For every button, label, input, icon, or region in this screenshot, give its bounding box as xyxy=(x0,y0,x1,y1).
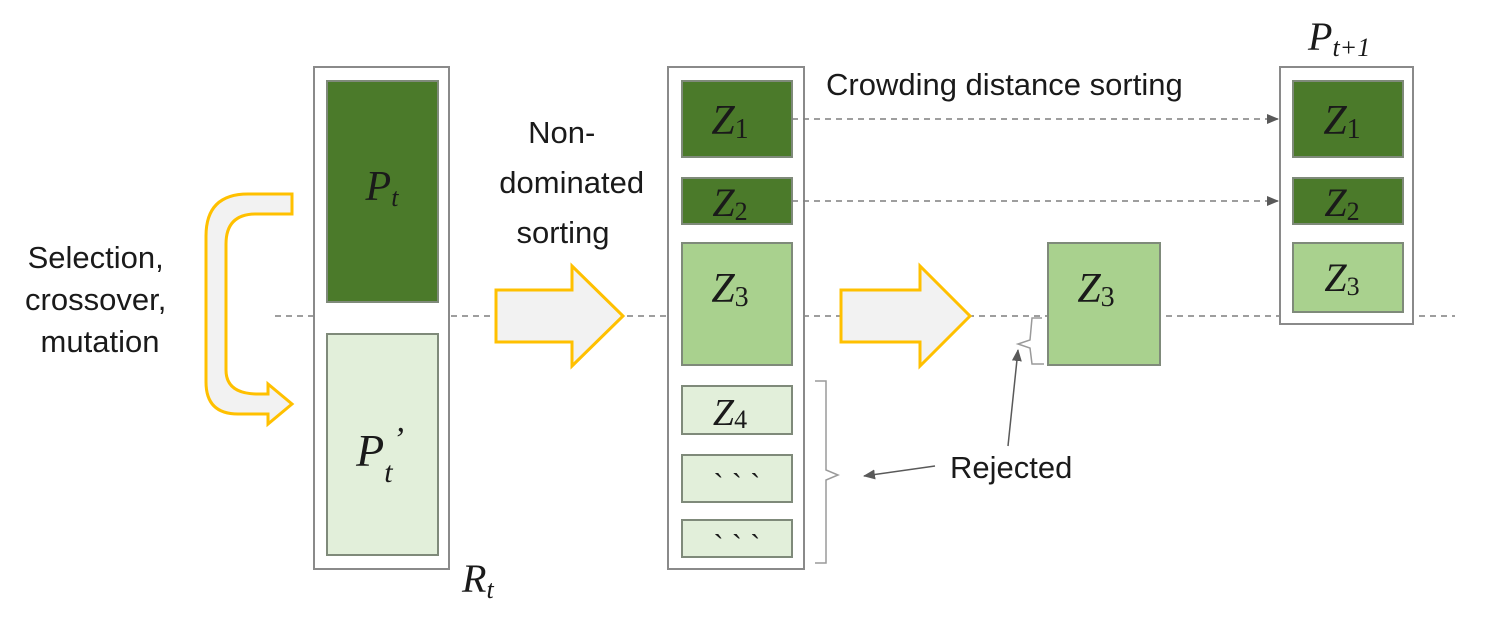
pt-block xyxy=(326,80,439,303)
non-dominated-sorting-label: Non- dominated sorting xyxy=(499,115,652,250)
front-z1-block xyxy=(681,80,793,158)
next-z3-label: Z3 xyxy=(1324,255,1359,301)
pt-prime-block xyxy=(326,333,439,556)
front-more-label-2: ` ` ` xyxy=(714,530,761,563)
operations-label: Selection, crossover, mutation xyxy=(25,240,175,359)
front-z4-block xyxy=(681,385,793,435)
front-z3-block xyxy=(681,242,793,366)
pt-plus-1-label: Pt+1 xyxy=(1307,14,1370,62)
rejected-to-fronts-arrow xyxy=(863,465,936,480)
crowding-distance-label: Crowding distance sorting xyxy=(826,67,1183,102)
rejected-to-z3-arrow xyxy=(1007,349,1022,447)
offspring-loop-arrow xyxy=(204,192,295,428)
next-z1-label: Z1 xyxy=(1323,98,1360,145)
front-more-label-1: ` ` ` xyxy=(714,469,761,502)
front-z1-label: Z1 xyxy=(711,98,748,145)
crowding-distance-arrow xyxy=(839,262,973,370)
next-z1-block xyxy=(1292,80,1404,158)
next-z2-block xyxy=(1292,177,1404,225)
front-more-block-1 xyxy=(681,454,793,503)
front-z3-label: Z3 xyxy=(711,266,748,313)
front-z2-block xyxy=(681,177,793,225)
next-z3-block xyxy=(1292,242,1404,313)
non-dominated-sorting-arrow xyxy=(494,262,626,370)
next-z2-label: Z2 xyxy=(1324,180,1359,226)
z3-sorted-label: Z3 xyxy=(1077,266,1114,313)
rejected-fronts-brace xyxy=(815,380,840,564)
front-more-block-2 xyxy=(681,519,793,558)
front-z4-label: Z4 xyxy=(713,392,747,434)
front-z2-label: Z2 xyxy=(712,180,747,226)
z3-sorted-block xyxy=(1047,242,1161,366)
pt-label: Pt xyxy=(365,164,400,212)
rt-label: Rt xyxy=(461,556,494,604)
pt-prime-label: Pt’ xyxy=(355,421,404,489)
rejected-label: Rejected xyxy=(950,450,1072,485)
rejected-z3-brace xyxy=(1015,317,1044,365)
